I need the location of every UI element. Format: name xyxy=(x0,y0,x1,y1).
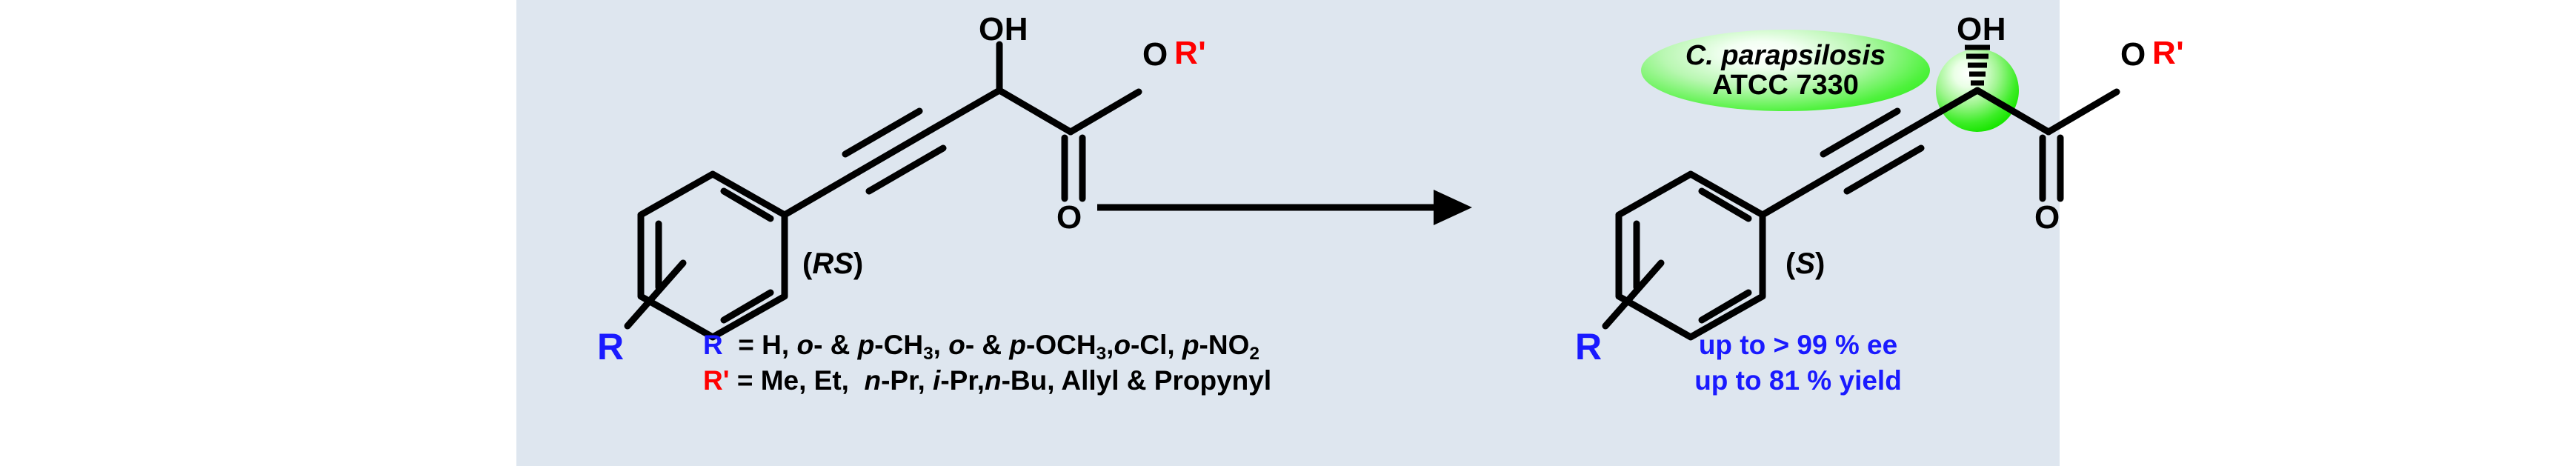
biocatalyst-organism: C. parapsilosis xyxy=(1685,39,1886,71)
legend-line-r: R = H, o- & p-CH3, o- & p-OCH3,o-Cl, p-N… xyxy=(703,331,1259,363)
substrate-oh-label: OH xyxy=(979,11,1028,47)
substrate-r-label: R xyxy=(597,326,625,367)
product-ester-oxygen-label: O xyxy=(2120,36,2146,73)
substrate-rprime-label: R' xyxy=(1174,35,1207,71)
substrate-ester-oxygen-label: O xyxy=(1142,36,1168,73)
substrate-stereo-descriptor: (RS) xyxy=(802,247,864,280)
legend-r-definition: = H, o- & p-CH3, o- & p-OCH3,o-Cl, p-NO2 xyxy=(730,330,1259,364)
legend-rprime-definition: = Me, Et, n-Pr, i-Pr,n-Bu, Allyl & Propy… xyxy=(736,365,1272,396)
hashed-wedge-bond xyxy=(1965,44,1990,95)
reaction-arrow xyxy=(1097,190,1472,225)
product-carbonyl-oxygen-label: O xyxy=(2034,199,2060,236)
legend-line-rprime: R' = Me, Et, n-Pr, i-Pr,n-Bu, Allyl & Pr… xyxy=(703,367,1271,394)
product-skeleton xyxy=(1602,44,2120,341)
product-oh-label: OH xyxy=(1957,11,2006,47)
product-stereo-descriptor: (S) xyxy=(1785,247,1826,280)
biocatalyst-strain: ATCC 7330 xyxy=(1712,70,1859,101)
product-stereo-descriptor-text: S xyxy=(1795,247,1816,280)
product-r-label: R xyxy=(1575,326,1602,367)
legend-r-symbol: R xyxy=(703,330,723,360)
result-ee: up to > 99 % ee xyxy=(1698,330,1898,360)
scheme-panel: OH O R' O R (RS) R = H, o- & p-CH3, o- &… xyxy=(516,0,2184,466)
substrate-carbonyl-oxygen-label: O xyxy=(1056,199,1082,236)
legend-rprime-symbol: R' xyxy=(703,365,730,396)
result-yield: up to 81 % yield xyxy=(1694,365,1902,396)
substrate-stereo-descriptor-text: RS xyxy=(812,247,853,280)
substrate-skeleton xyxy=(624,41,1142,341)
product-rprime-label: R' xyxy=(2152,35,2185,71)
biocatalyst-bubble: C. parapsilosis ATCC 7330 xyxy=(1641,30,1930,111)
